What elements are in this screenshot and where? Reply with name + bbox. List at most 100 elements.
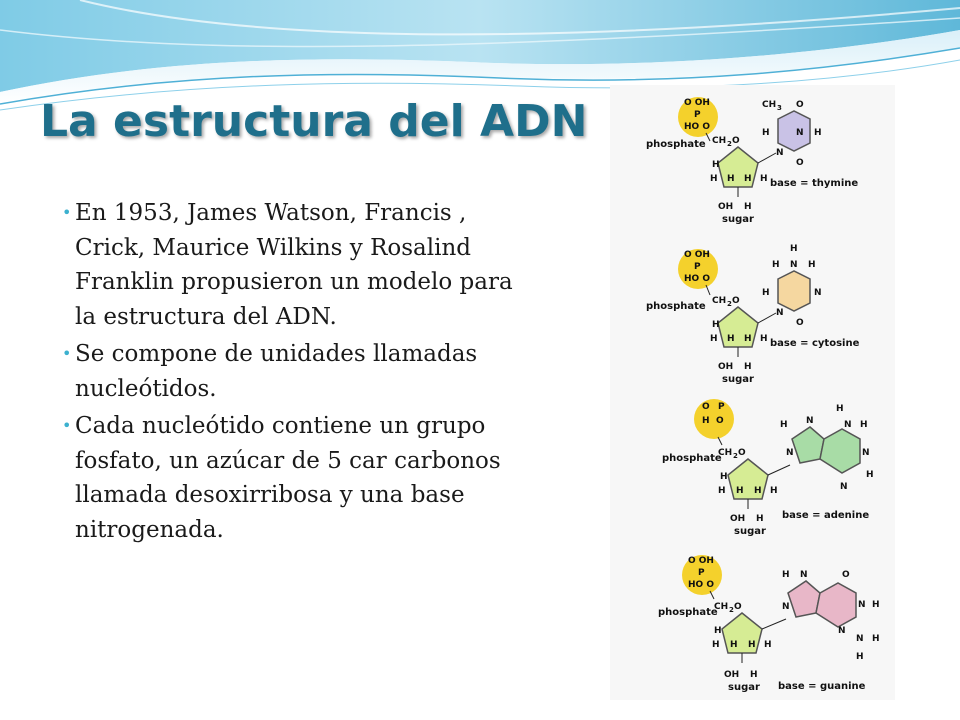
svg-text:P: P	[694, 262, 701, 272]
svg-text:O OH: O OH	[684, 250, 710, 260]
phosphate-label: phosphate	[658, 607, 718, 618]
svg-text:H: H	[836, 404, 844, 414]
base-ring	[777, 110, 811, 152]
svg-text:H: H	[744, 174, 752, 184]
svg-text:O: O	[716, 416, 724, 426]
svg-text:N: N	[786, 448, 794, 458]
svg-text:N: N	[790, 260, 798, 270]
phosphate-label: phosphate	[646, 139, 706, 150]
sugar-ring	[717, 146, 759, 188]
bullet-text: Se compone de unidades llamadas nucleóti…	[75, 341, 478, 402]
svg-text:H: H	[718, 486, 726, 496]
slide-title: La estructura del ADN	[40, 96, 588, 147]
svg-text:O: O	[796, 158, 804, 168]
svg-text:H: H	[712, 320, 720, 330]
svg-text:OH: OH	[730, 514, 745, 524]
svg-text:H: H	[764, 640, 772, 650]
svg-text:2: 2	[733, 452, 738, 460]
svg-text:O OH: O OH	[688, 556, 714, 566]
svg-text:H: H	[750, 670, 758, 680]
svg-text:CH: CH	[712, 136, 726, 146]
svg-text:CH: CH	[714, 602, 728, 612]
svg-text:O: O	[738, 448, 746, 458]
svg-text:O: O	[734, 602, 742, 612]
base-label: base = thymine	[770, 178, 858, 189]
svg-text:O: O	[796, 100, 804, 110]
phosphate-circle	[678, 97, 718, 137]
svg-text:N: N	[856, 634, 864, 644]
svg-text:HO O: HO O	[684, 274, 710, 284]
svg-text:P: P	[718, 402, 725, 412]
phosphate-label: phosphate	[662, 453, 722, 464]
bullet-text: En 1953, James Watson, Francis , Crick, …	[75, 200, 513, 330]
svg-text:2: 2	[727, 140, 732, 148]
svg-text:H: H	[744, 202, 752, 212]
bullet-list: •En 1953, James Watson, Francis , Crick,…	[62, 196, 532, 550]
svg-text:O: O	[702, 402, 710, 412]
svg-text:H: H	[872, 600, 880, 610]
svg-text:H: H	[748, 640, 756, 650]
svg-text:H: H	[780, 420, 788, 430]
svg-text:2: 2	[729, 606, 734, 614]
svg-text:H: H	[730, 640, 738, 650]
svg-text:O: O	[732, 136, 740, 146]
svg-text:P: P	[698, 568, 705, 578]
phosphate-circle	[678, 249, 718, 289]
svg-text:N: N	[840, 482, 848, 492]
svg-text:P: P	[694, 110, 701, 120]
phosphate-circle	[694, 399, 734, 439]
svg-text:H: H	[714, 626, 722, 636]
svg-text:H: H	[760, 334, 768, 344]
svg-text:H: H	[720, 472, 728, 482]
list-item: •Se compone de unidades llamadas nucleót…	[62, 337, 532, 406]
svg-text:N: N	[838, 626, 846, 636]
bullet-icon: •	[62, 203, 72, 222]
svg-text:2: 2	[727, 300, 732, 308]
svg-text:O: O	[842, 570, 850, 580]
base-ring-small	[787, 580, 821, 618]
base-ring	[819, 428, 861, 474]
svg-text:N: N	[782, 602, 790, 612]
bullet-icon: •	[62, 416, 72, 435]
base-ring	[777, 270, 811, 312]
header-wave-decoration	[0, 0, 960, 111]
svg-text:OH: OH	[718, 202, 733, 212]
svg-text:N: N	[862, 448, 870, 458]
svg-text:N: N	[806, 416, 814, 426]
svg-text:H: H	[702, 416, 710, 426]
svg-text:CH: CH	[718, 448, 732, 458]
svg-text:OH: OH	[724, 670, 739, 680]
svg-text:H: H	[727, 174, 735, 184]
phosphate-label: phosphate	[646, 301, 706, 312]
svg-text:H: H	[808, 260, 816, 270]
svg-text:H: H	[712, 640, 720, 650]
svg-text:N: N	[776, 148, 784, 158]
svg-text:HO O: HO O	[684, 122, 710, 132]
base-ring	[815, 582, 857, 628]
svg-text:O: O	[796, 318, 804, 328]
svg-text:HO O: HO O	[688, 580, 714, 590]
bullet-icon: •	[62, 344, 72, 363]
svg-text:H: H	[754, 486, 762, 496]
svg-text:OH: OH	[718, 362, 733, 372]
sugar-ring	[727, 458, 769, 500]
svg-text:H: H	[860, 420, 868, 430]
svg-text:N: N	[814, 288, 822, 298]
sugar-label: sugar	[728, 682, 760, 693]
list-item: •Cada nucleótido contiene un grupo fosfa…	[62, 409, 532, 547]
base-label: base = cytosine	[770, 338, 860, 349]
svg-text:H: H	[772, 260, 780, 270]
svg-text:N: N	[776, 308, 784, 318]
svg-text:CH: CH	[712, 296, 726, 306]
list-item: •En 1953, James Watson, Francis , Crick,…	[62, 196, 532, 334]
svg-text:O: O	[732, 296, 740, 306]
svg-text:H: H	[710, 334, 718, 344]
base-label: base = guanine	[778, 681, 866, 692]
svg-text:H: H	[856, 652, 864, 662]
sugar-label: sugar	[722, 214, 754, 225]
